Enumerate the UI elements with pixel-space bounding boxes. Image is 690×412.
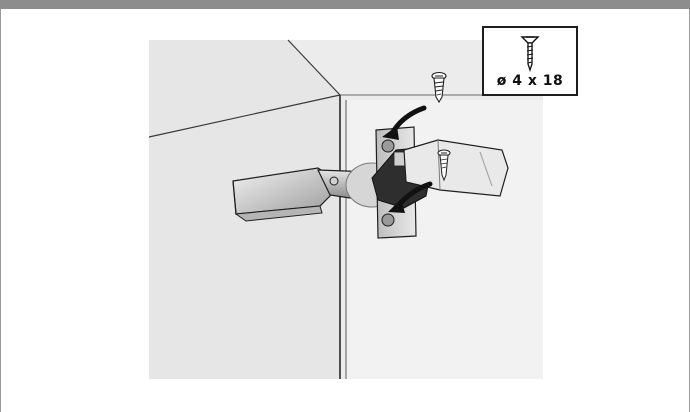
header-bar	[0, 0, 690, 9]
hinge-cup-flange	[234, 205, 323, 222]
lower-screw-hole	[381, 213, 395, 227]
door-top-edge	[148, 94, 341, 138]
hinge-pivot	[329, 176, 339, 186]
cabinet-scene	[148, 39, 543, 379]
housing-highlight	[479, 151, 493, 187]
countersunk-screw-icon	[520, 36, 540, 72]
upper-insert-arrow	[382, 105, 427, 140]
hinge-cup-edge	[232, 180, 237, 215]
screw-spec-box: ø 4 x 18	[482, 26, 578, 96]
housing-ridge	[437, 139, 441, 191]
lower-insert-arrow	[388, 181, 433, 213]
loose-screw	[431, 71, 447, 104]
top-panel-edge	[287, 39, 341, 96]
frame-border-left	[0, 9, 1, 412]
hinge	[232, 126, 509, 239]
screw-size-label: ø 4 x 18	[496, 73, 564, 89]
upper-screw-hole	[381, 139, 395, 153]
housing-screw	[437, 149, 451, 182]
